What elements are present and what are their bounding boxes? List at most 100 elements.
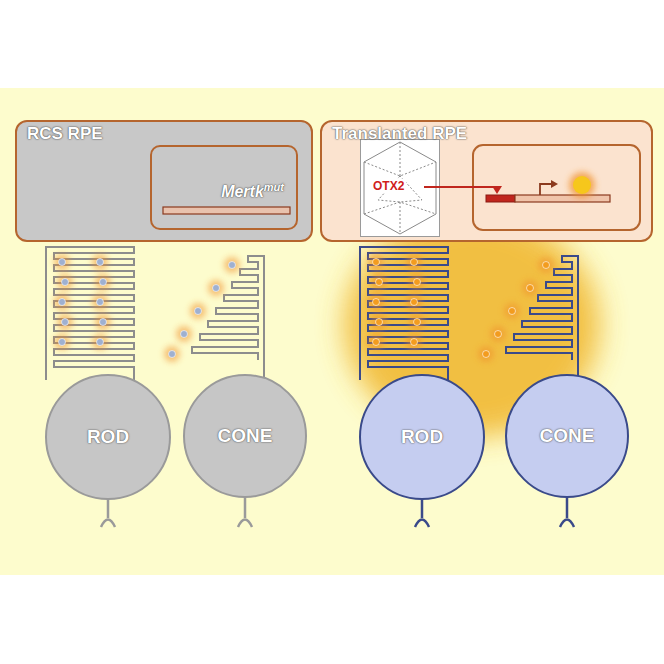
rod-cell: ROD bbox=[45, 374, 171, 500]
dot-glow bbox=[95, 314, 111, 330]
rpe-cell-box: RCS RPE Mertkmut bbox=[15, 120, 313, 242]
nucleus-box: Mertkmut bbox=[150, 145, 298, 230]
nucleus-outline bbox=[473, 145, 640, 230]
synaptic-terminals bbox=[101, 498, 574, 527]
dot-glow bbox=[54, 294, 70, 310]
outer-segment-dot bbox=[411, 339, 418, 346]
dot-glow bbox=[406, 334, 422, 350]
outer-segment-dot bbox=[527, 285, 534, 292]
outer-segment-dot bbox=[62, 279, 69, 286]
synapse-cup bbox=[415, 520, 429, 528]
outer-segment-dot bbox=[373, 259, 380, 266]
cell-name: ROD bbox=[87, 426, 129, 448]
background-panel bbox=[0, 88, 664, 575]
axon-stalk bbox=[107, 498, 110, 518]
transgene-name: OTX2 bbox=[371, 179, 406, 193]
dot-glow bbox=[371, 274, 387, 290]
outer-segment-dot bbox=[100, 279, 107, 286]
rod-cell: ROD bbox=[359, 374, 485, 500]
outer-segment-dot bbox=[411, 259, 418, 266]
dot-glow bbox=[176, 326, 192, 342]
axon-stalk bbox=[244, 498, 247, 518]
outer-segment-dot bbox=[543, 262, 550, 269]
outer-segment-dot bbox=[509, 308, 516, 315]
synapse-cup bbox=[101, 520, 115, 528]
outer-segment-dot bbox=[376, 319, 383, 326]
outer-segment-dot bbox=[97, 259, 104, 266]
cell-title: RCS RPE bbox=[27, 124, 103, 144]
cone-cell: CONE bbox=[183, 374, 307, 498]
synapse-cup bbox=[238, 520, 252, 528]
outer-segment-dot bbox=[376, 279, 383, 286]
dot-glow bbox=[406, 294, 422, 310]
outer-segment-dot bbox=[411, 299, 418, 306]
dot-glow bbox=[504, 303, 520, 319]
cell-name: CONE bbox=[218, 425, 273, 447]
cone-outer-segment bbox=[192, 256, 264, 380]
cell-title: Translanted RPE bbox=[332, 124, 467, 144]
dot-glow bbox=[190, 303, 206, 319]
gene-bar bbox=[515, 195, 610, 202]
cone-cell: CONE bbox=[505, 374, 629, 498]
dot-glow bbox=[95, 274, 111, 290]
dot-glow bbox=[164, 346, 180, 362]
transcription-arrowhead bbox=[551, 180, 558, 188]
mertk-gene-bar bbox=[163, 207, 290, 214]
dot-glow bbox=[224, 257, 240, 273]
outer-segment-dot bbox=[59, 339, 66, 346]
dot-glow bbox=[409, 314, 425, 330]
dot-glow bbox=[92, 254, 108, 270]
dot-glow bbox=[490, 326, 506, 342]
dot-glow bbox=[406, 254, 422, 270]
outer-segment-dot bbox=[100, 319, 107, 326]
dot-glow bbox=[538, 257, 554, 273]
secreted-protein bbox=[573, 176, 591, 194]
outer-segment-dot bbox=[495, 331, 502, 338]
photoreceptor-outer-segments bbox=[360, 247, 578, 380]
axon-stalk bbox=[566, 498, 569, 518]
dot-glow bbox=[478, 346, 494, 362]
gene-superscript: mut bbox=[264, 181, 284, 193]
dot-glow bbox=[522, 280, 538, 296]
gene-name: Mertk bbox=[221, 183, 264, 200]
dot-glow bbox=[368, 334, 384, 350]
dot-glow bbox=[92, 294, 108, 310]
capsid-edge bbox=[400, 142, 401, 176]
rod-outer-segment bbox=[360, 247, 448, 380]
outer-segment-dot bbox=[169, 351, 176, 358]
expression-arrowhead bbox=[492, 186, 502, 194]
capsid-edge bbox=[378, 176, 422, 202]
outer-segment-dot bbox=[97, 339, 104, 346]
promoter-element bbox=[486, 195, 515, 202]
outer-segment-dot bbox=[59, 299, 66, 306]
dot-glow bbox=[368, 294, 384, 310]
outer-segment-dot bbox=[97, 299, 104, 306]
expression-arrow bbox=[424, 187, 497, 188]
outer-segment-dot bbox=[62, 319, 69, 326]
dot-glow bbox=[409, 274, 425, 290]
outer-segment-dot bbox=[229, 262, 236, 269]
dot-glow bbox=[57, 274, 73, 290]
dot-glow bbox=[54, 254, 70, 270]
outer-segment-dot bbox=[414, 319, 421, 326]
outer-segments bbox=[46, 247, 578, 380]
cell-name: CONE bbox=[540, 425, 595, 447]
rod-outer-segment bbox=[46, 247, 134, 380]
protein-glow bbox=[569, 172, 595, 198]
capsid-edge bbox=[400, 202, 401, 234]
outer-segment-dot bbox=[373, 299, 380, 306]
photoreceptor-outer-segments bbox=[46, 247, 264, 380]
dot-glow bbox=[371, 314, 387, 330]
cell-name: ROD bbox=[401, 426, 443, 448]
dot-glow bbox=[368, 254, 384, 270]
outer-segment-dot bbox=[483, 351, 490, 358]
outer-segment-dot bbox=[195, 308, 202, 315]
axon-stalk bbox=[421, 498, 424, 518]
synapse-cup bbox=[560, 520, 574, 528]
dot-glow bbox=[92, 334, 108, 350]
transcription-arrow bbox=[540, 184, 552, 195]
gene-label-group: Mertkmut bbox=[221, 181, 284, 201]
